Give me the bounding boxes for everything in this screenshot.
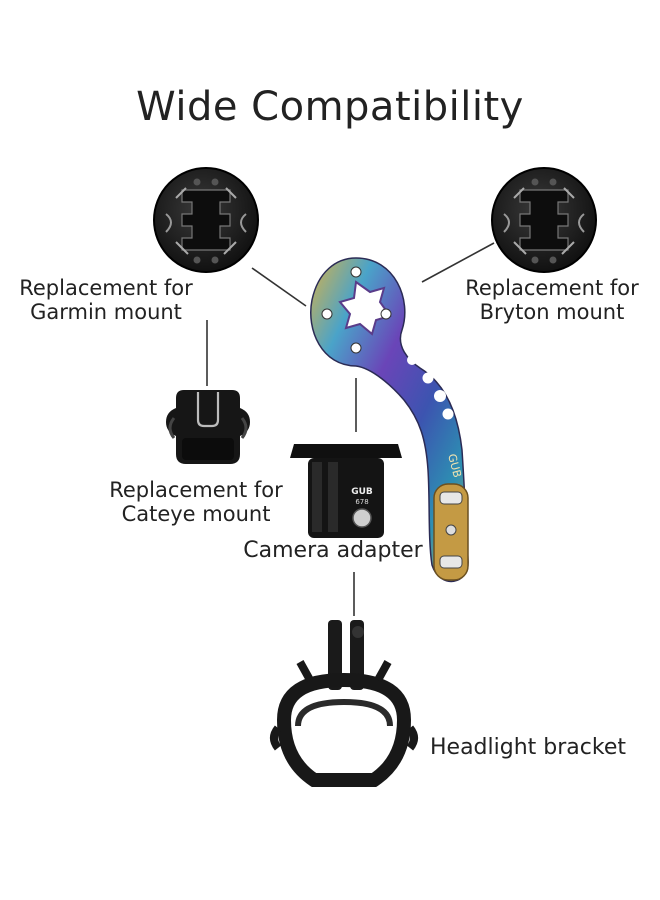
- connector-lines: [206, 242, 495, 616]
- garmin-label-line-2: Garmin mount: [30, 300, 182, 324]
- bryton-label-line-1: Replacement for: [465, 276, 639, 300]
- garmin-connector-line: [251, 267, 307, 307]
- garmin-mount-label: Replacement for Garmin mount: [6, 276, 206, 324]
- bryton-label-line-2: Bryton mount: [479, 300, 625, 324]
- camera-adapter-image: GUB 678: [290, 444, 402, 538]
- camera-adapter-label: Camera adapter: [243, 538, 423, 563]
- headlight-bracket-label: Headlight bracket: [430, 735, 626, 760]
- bryton-mount-label: Replacement for Bryton mount: [452, 276, 652, 324]
- bryton-mount-image: [491, 167, 597, 273]
- garmin-mount-image: [153, 167, 259, 273]
- cateye-label-line-2: Cateye mount: [121, 502, 271, 526]
- headlight-bracket-image: [270, 620, 418, 787]
- arm-brand-text: GUB: [445, 452, 464, 479]
- page-title: Wide Compatibility: [136, 84, 524, 130]
- rainbow-mount-arm-image: GUB: [310, 257, 469, 582]
- cateye-mount-image: [166, 390, 250, 464]
- bryton-connector-line: [421, 242, 495, 283]
- camera-adapter-model-text: 678: [355, 498, 368, 506]
- cateye-mount-label: Replacement for Cateye mount: [98, 478, 294, 526]
- garmin-label-line-1: Replacement for: [19, 276, 193, 300]
- camera-adapter-brand-text: GUB: [351, 487, 373, 497]
- cateye-label-line-1: Replacement for: [109, 478, 283, 502]
